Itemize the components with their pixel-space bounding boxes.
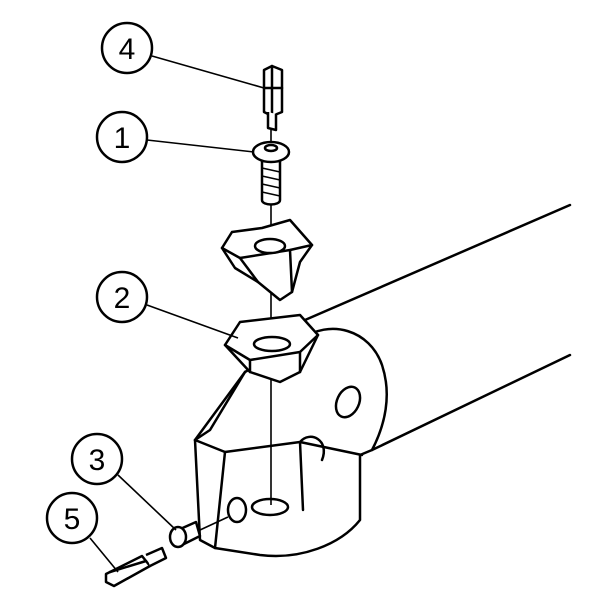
insert-screw	[251, 140, 291, 206]
callout-2: 2	[95, 270, 149, 324]
callout-1-label: 1	[114, 122, 131, 155]
shim-screw	[168, 516, 229, 549]
threading-insert	[220, 218, 314, 302]
tool-body	[193, 327, 388, 558]
shim	[223, 313, 320, 384]
leader-lines	[89, 55, 265, 573]
hex-key-small	[262, 64, 284, 132]
callout-3-label: 3	[89, 444, 106, 477]
hex-key-large	[104, 546, 168, 588]
callout-5-label: 5	[64, 503, 81, 536]
tool-shank	[303, 203, 572, 452]
callout-5: 5	[45, 491, 99, 545]
callout-4-label: 4	[119, 33, 136, 66]
callout-1: 1	[95, 110, 149, 164]
callout-2-label: 2	[114, 282, 131, 315]
callout-4: 4	[100, 21, 154, 75]
callout-3: 3	[70, 432, 124, 486]
